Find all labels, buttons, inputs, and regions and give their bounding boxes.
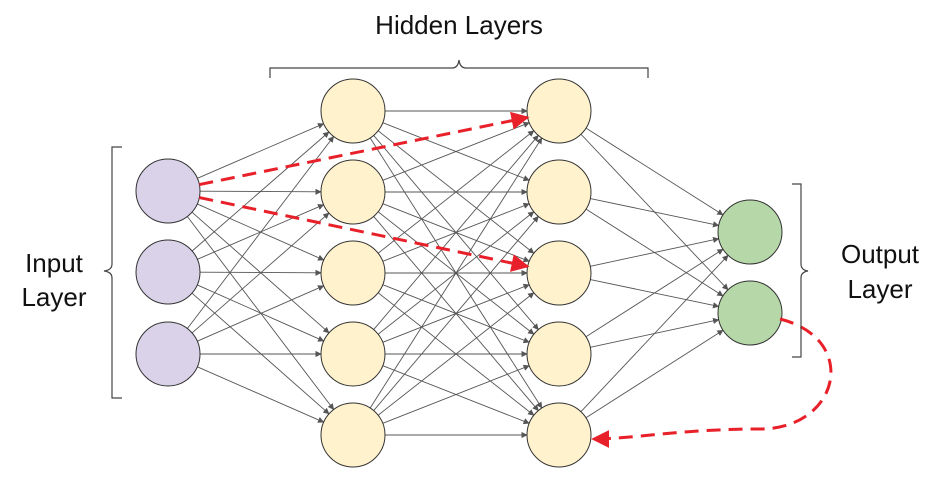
connection-edge — [585, 248, 724, 338]
hidden-layers-bracket — [269, 59, 649, 78]
highlighted-paths — [199, 111, 833, 448]
hidden-2-neuron — [526, 240, 592, 306]
connection-edge — [197, 123, 325, 179]
hidden-1-neuron — [320, 240, 386, 306]
hidden-1-neuron — [320, 78, 386, 144]
output-layer-label-line1: Output — [841, 239, 920, 269]
highlight-path — [199, 111, 530, 187]
connection-edge — [197, 366, 325, 423]
neurons — [135, 78, 783, 468]
connection-edge — [191, 131, 330, 252]
hidden-1-neuron — [320, 159, 386, 225]
connection-edge — [590, 236, 720, 267]
connection-edge — [373, 134, 539, 330]
connections — [186, 107, 729, 439]
connection-edge — [585, 329, 724, 419]
hidden-2-neuron — [526, 78, 592, 144]
connection-edge — [377, 130, 535, 254]
hidden-layers-label: Hidden Layers — [375, 10, 543, 40]
connection-edge — [377, 292, 535, 416]
connection-edge — [197, 285, 325, 342]
connection-edge — [369, 137, 543, 409]
hidden-1-neuron — [320, 321, 386, 387]
hidden-2-neuron — [526, 402, 592, 468]
highlight-path — [199, 196, 530, 272]
feedback-path — [591, 317, 833, 448]
input-neuron — [135, 321, 201, 387]
connection-edge — [197, 284, 325, 342]
connection-edge — [580, 254, 729, 413]
input-layer-bracket — [103, 146, 122, 399]
input-neuron — [135, 239, 201, 305]
input-layer-label-line2: Layer — [21, 282, 86, 312]
connection-edge — [191, 292, 330, 415]
output-layer-label-line2: Layer — [847, 274, 912, 304]
connection-edge — [585, 127, 724, 216]
hidden-2-neuron — [526, 321, 592, 387]
connection-edge — [590, 198, 720, 228]
hidden-2-neuron — [526, 159, 592, 225]
input-layer-label-line1: Input — [25, 248, 84, 278]
output-neuron — [717, 199, 783, 265]
output-layer-bracket — [792, 183, 809, 358]
hidden-1-neuron — [320, 402, 386, 468]
output-neuron — [717, 280, 783, 346]
connection-edge — [382, 364, 530, 424]
input-neuron — [135, 158, 201, 224]
connection-edge — [373, 215, 539, 411]
connection-edge — [382, 121, 530, 181]
connection-edge — [191, 212, 330, 334]
connection-edge — [187, 135, 334, 329]
